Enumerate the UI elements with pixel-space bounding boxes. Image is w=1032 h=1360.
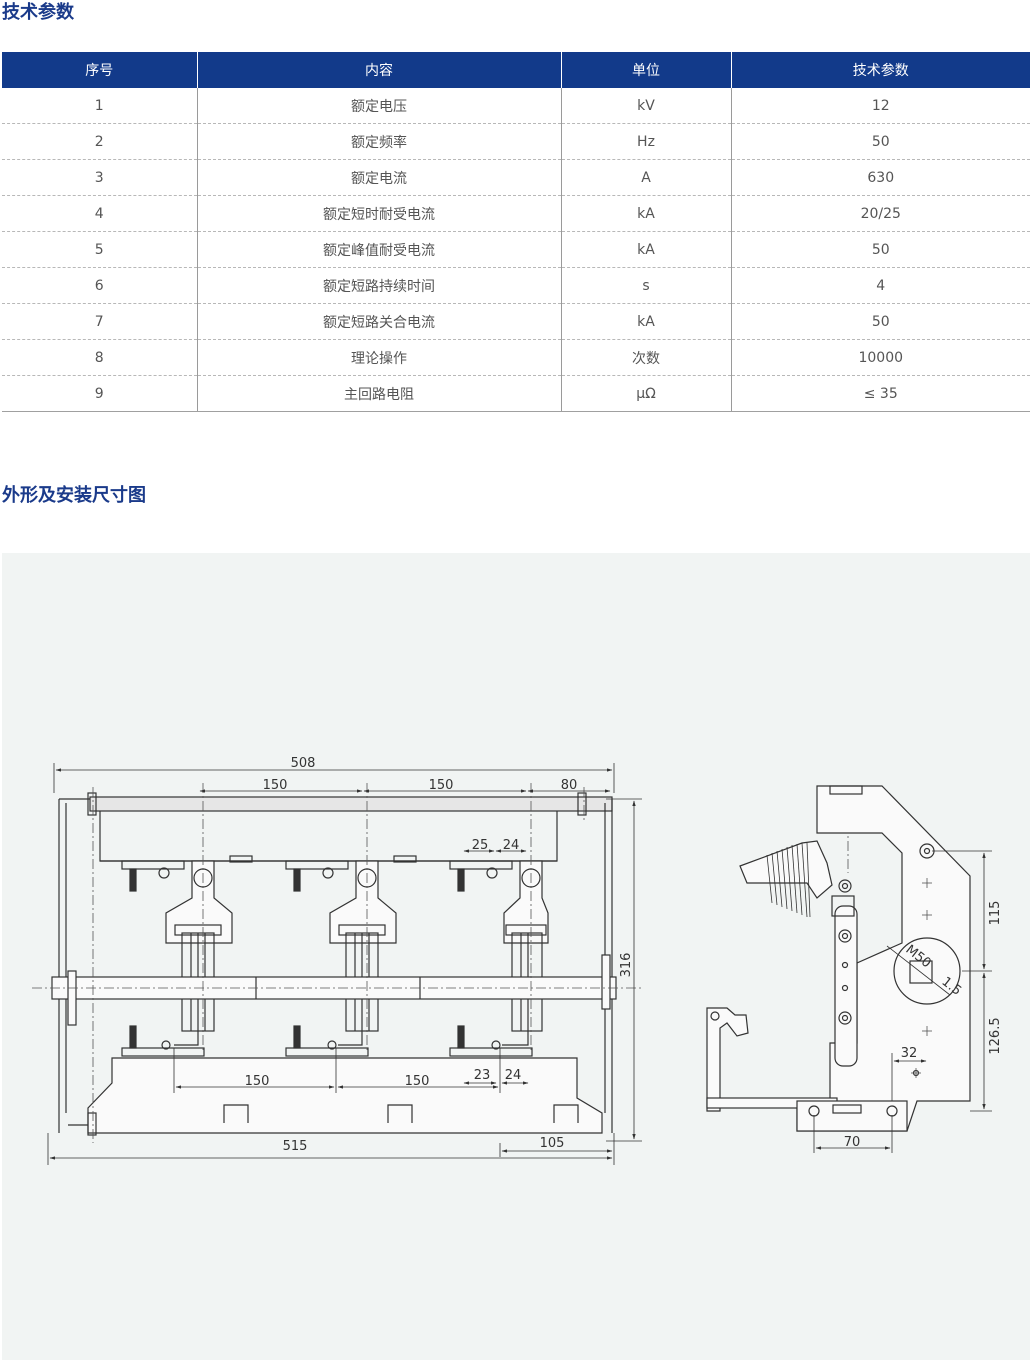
cell-index: 6 xyxy=(2,267,198,304)
cell-content: 主回路电阻 xyxy=(197,375,562,412)
dimension-drawing: 508 150 150 80 25 24 316 150 150 23 24 5… xyxy=(32,756,1003,1165)
cell-unit: kA xyxy=(561,231,732,268)
cell-value: 50 xyxy=(731,123,1030,160)
cell-content: 理论操作 xyxy=(197,339,562,376)
dim-right-top: 80 xyxy=(561,778,578,793)
cell-content: 额定峰值耐受电流 xyxy=(197,231,562,268)
dim-32: 32 xyxy=(901,1046,918,1061)
table-row: 2 额定频率 Hz 50 xyxy=(2,123,1030,160)
cell-index: 8 xyxy=(2,339,198,376)
cell-unit: kA xyxy=(561,195,732,232)
cell-index: 4 xyxy=(2,195,198,232)
dim-overall-top: 508 xyxy=(291,756,316,771)
blade-assembly xyxy=(502,860,549,1046)
table-row: 3 额定电流 A 630 xyxy=(2,159,1030,196)
cell-content: 额定短时耐受电流 xyxy=(197,195,562,232)
dim-overall-bottom: 515 xyxy=(283,1139,308,1154)
blade-assembly xyxy=(329,860,397,1046)
table-row: 8 理论操作 次数 10000 xyxy=(2,339,1030,376)
dim-small-23: 23 xyxy=(474,1068,491,1083)
cell-content: 额定频率 xyxy=(197,123,562,160)
dim-115: 115 xyxy=(988,901,1003,926)
table-header-row: 序号 内容 单位 技术参数 xyxy=(2,52,1030,88)
table-row: 7 额定短路关合电流 kA 50 xyxy=(2,303,1030,340)
cell-index: 5 xyxy=(2,231,198,268)
blade-assembly xyxy=(165,860,233,1046)
dim-pitch-bottom-2: 150 xyxy=(405,1074,430,1089)
cell-unit: Hz xyxy=(561,123,732,160)
centerlines xyxy=(32,783,849,1143)
dim-height: 316 xyxy=(619,953,634,978)
dim-pitch-top-1: 150 xyxy=(263,778,288,793)
side-view xyxy=(706,785,971,1132)
cell-unit: μΩ xyxy=(561,375,732,412)
cell-content: 额定电流 xyxy=(197,159,562,196)
col-header-value: 技术参数 xyxy=(731,52,1030,88)
cell-index: 2 xyxy=(2,123,198,160)
table-row: 9 主回路电阻 μΩ ≤ 35 xyxy=(2,375,1030,412)
section-title-tech-params: 技术参数 xyxy=(2,2,74,23)
cell-content: 额定电压 xyxy=(197,88,562,124)
table-row: 6 额定短路持续时间 s 4 xyxy=(2,267,1030,304)
cell-index: 9 xyxy=(2,375,198,412)
col-header-unit: 单位 xyxy=(561,52,732,88)
cell-value: 50 xyxy=(731,303,1030,340)
dim-126-5: 126.5 xyxy=(988,1017,1003,1054)
cell-value: 50 xyxy=(731,231,1030,268)
cell-index: 3 xyxy=(2,159,198,196)
table-row: 4 额定短时耐受电流 kA 20/25 xyxy=(2,195,1030,232)
cell-value: 4 xyxy=(731,267,1030,304)
cell-unit: kA xyxy=(561,303,732,340)
tech-params-table: 序号 内容 单位 技术参数 1 额定电压 kV 12 2 额定频率 Hz 50 … xyxy=(2,52,1030,412)
cell-unit: s xyxy=(561,267,732,304)
cell-value: 10000 xyxy=(731,339,1030,376)
side-crosshairs xyxy=(911,878,932,1078)
cell-index: 7 xyxy=(2,303,198,340)
table-row: 5 额定峰值耐受电流 kA 50 xyxy=(2,231,1030,268)
dim-right-bottom: 105 xyxy=(540,1136,565,1151)
cell-unit: kV xyxy=(561,88,732,124)
cell-content: 额定短路持续时间 xyxy=(197,267,562,304)
cell-content: 额定短路关合电流 xyxy=(197,303,562,340)
side-dimension-lines xyxy=(813,850,992,1153)
dim-small-25: 25 xyxy=(472,838,489,853)
dim-pitch-bottom-1: 150 xyxy=(245,1074,270,1089)
dim-small-24-top: 24 xyxy=(503,838,520,853)
cell-unit: A xyxy=(561,159,732,196)
cell-value: 20/25 xyxy=(731,195,1030,232)
table-row: 1 额定电压 kV 12 xyxy=(2,88,1030,124)
cell-unit: 次数 xyxy=(561,339,732,376)
dim-pitch-top-2: 150 xyxy=(429,778,454,793)
dimension-drawing-panel: 508 150 150 80 25 24 316 150 150 23 24 5… xyxy=(2,553,1030,1360)
cell-index: 1 xyxy=(2,88,198,124)
cell-value: 12 xyxy=(731,88,1030,124)
front-view xyxy=(51,792,617,1136)
col-header-content: 内容 xyxy=(197,52,562,88)
front-dimension-lines xyxy=(47,763,642,1165)
col-header-index: 序号 xyxy=(2,52,198,88)
cell-value: 630 xyxy=(731,159,1030,196)
cell-value: ≤ 35 xyxy=(731,375,1030,412)
section-title-dimensions: 外形及安装尺寸图 xyxy=(2,485,146,506)
dim-70: 70 xyxy=(844,1135,861,1150)
dim-small-24-bottom: 24 xyxy=(505,1068,522,1083)
